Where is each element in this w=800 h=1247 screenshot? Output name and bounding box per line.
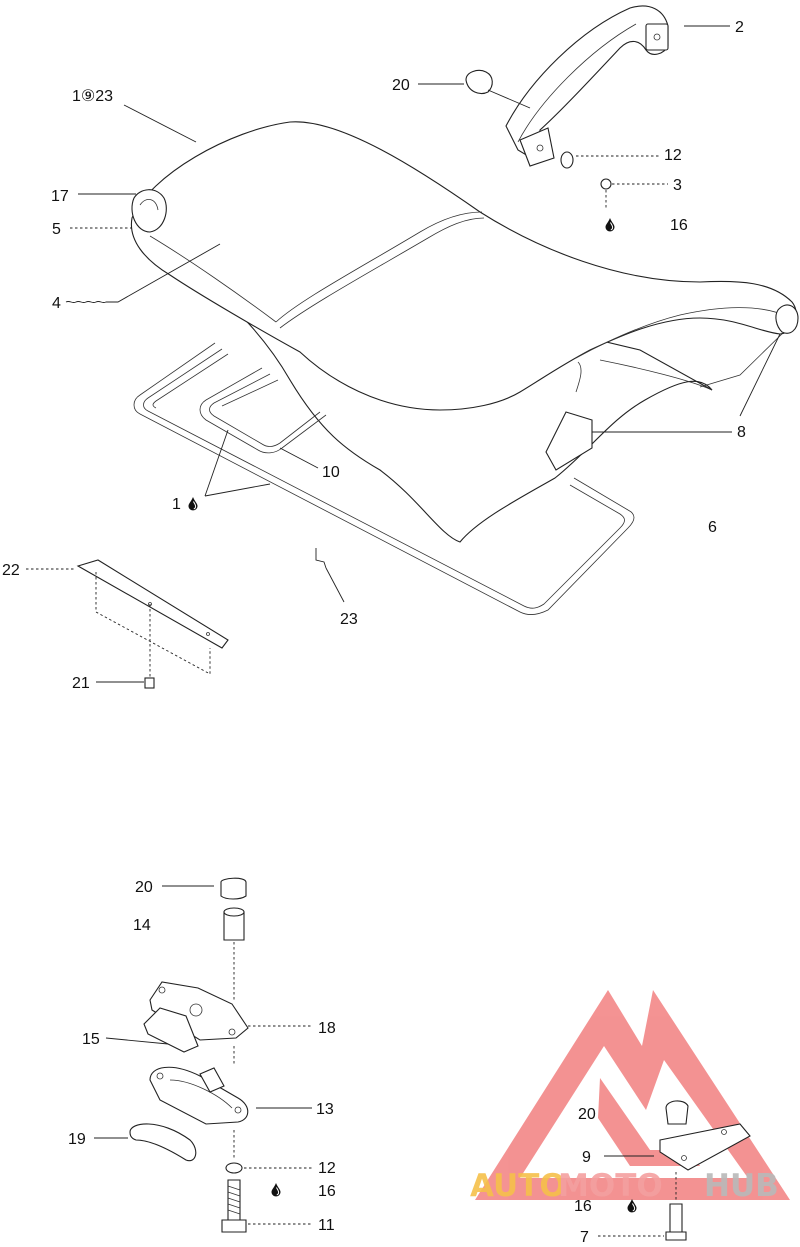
wire-frame-rear — [133, 342, 635, 616]
callout-23: 23 — [340, 611, 358, 628]
callout-12: 12 — [664, 147, 682, 164]
callout-16-right: 16 — [574, 1198, 592, 1215]
callout-9: 9 — [582, 1149, 591, 1166]
callout-16: 16 — [670, 217, 688, 234]
logo-inner-g — [598, 1078, 700, 1166]
callout-12-latch: 12 — [318, 1160, 336, 1177]
seat-cushion — [130, 121, 799, 471]
callout-20-latch: 20 — [135, 879, 153, 896]
grab-handle — [465, 5, 669, 190]
callout-22: 22 — [2, 562, 20, 579]
leader-lines — [26, 25, 781, 1237]
watermark-moto: MOTO — [558, 1168, 663, 1204]
trim-strip — [76, 559, 229, 680]
drop-icon — [605, 217, 615, 232]
callout-20-right: 20 — [578, 1106, 596, 1123]
watermark-hub: HUB — [704, 1168, 779, 1204]
callout-5: 5 — [52, 221, 61, 238]
callout-1: 1 — [172, 496, 181, 513]
screw-21 — [144, 677, 155, 689]
callout-16-latch: 16 — [318, 1183, 336, 1200]
watermark-text: AUTO MOTO HUB — [470, 1168, 779, 1204]
callout-19: 19 — [68, 1131, 86, 1148]
callout-8: 8 — [737, 424, 746, 441]
callout-2: 2 — [735, 19, 744, 36]
callout-labels: 1⑨23 2 20 12 3 16 17 5 4 8 10 1 6 22 23 … — [2, 19, 746, 1246]
latch-assembly — [129, 877, 249, 1233]
callout-3: 3 — [673, 177, 682, 194]
callout-14: 14 — [133, 917, 151, 934]
watermark-auto: AUTO — [470, 1168, 566, 1204]
latch-plate-right — [659, 1100, 751, 1241]
callout-6: 6 — [708, 519, 717, 536]
callout-10: 10 — [322, 464, 340, 481]
clip-23 — [315, 548, 327, 569]
callout-7: 7 — [580, 1229, 589, 1246]
callout-18: 18 — [318, 1020, 336, 1037]
callout-4: 4 — [52, 295, 61, 312]
callout-13: 13 — [316, 1101, 334, 1118]
callout-21: 21 — [72, 675, 90, 692]
callout-20: 20 — [392, 77, 410, 94]
drop-icon — [271, 1182, 281, 1197]
callout-17: 17 — [51, 188, 69, 205]
callout-15: 15 — [82, 1031, 100, 1048]
callout-1-23: 1⑨23 — [72, 88, 113, 105]
drop-icon — [188, 496, 198, 511]
callout-11: 11 — [318, 1217, 335, 1234]
